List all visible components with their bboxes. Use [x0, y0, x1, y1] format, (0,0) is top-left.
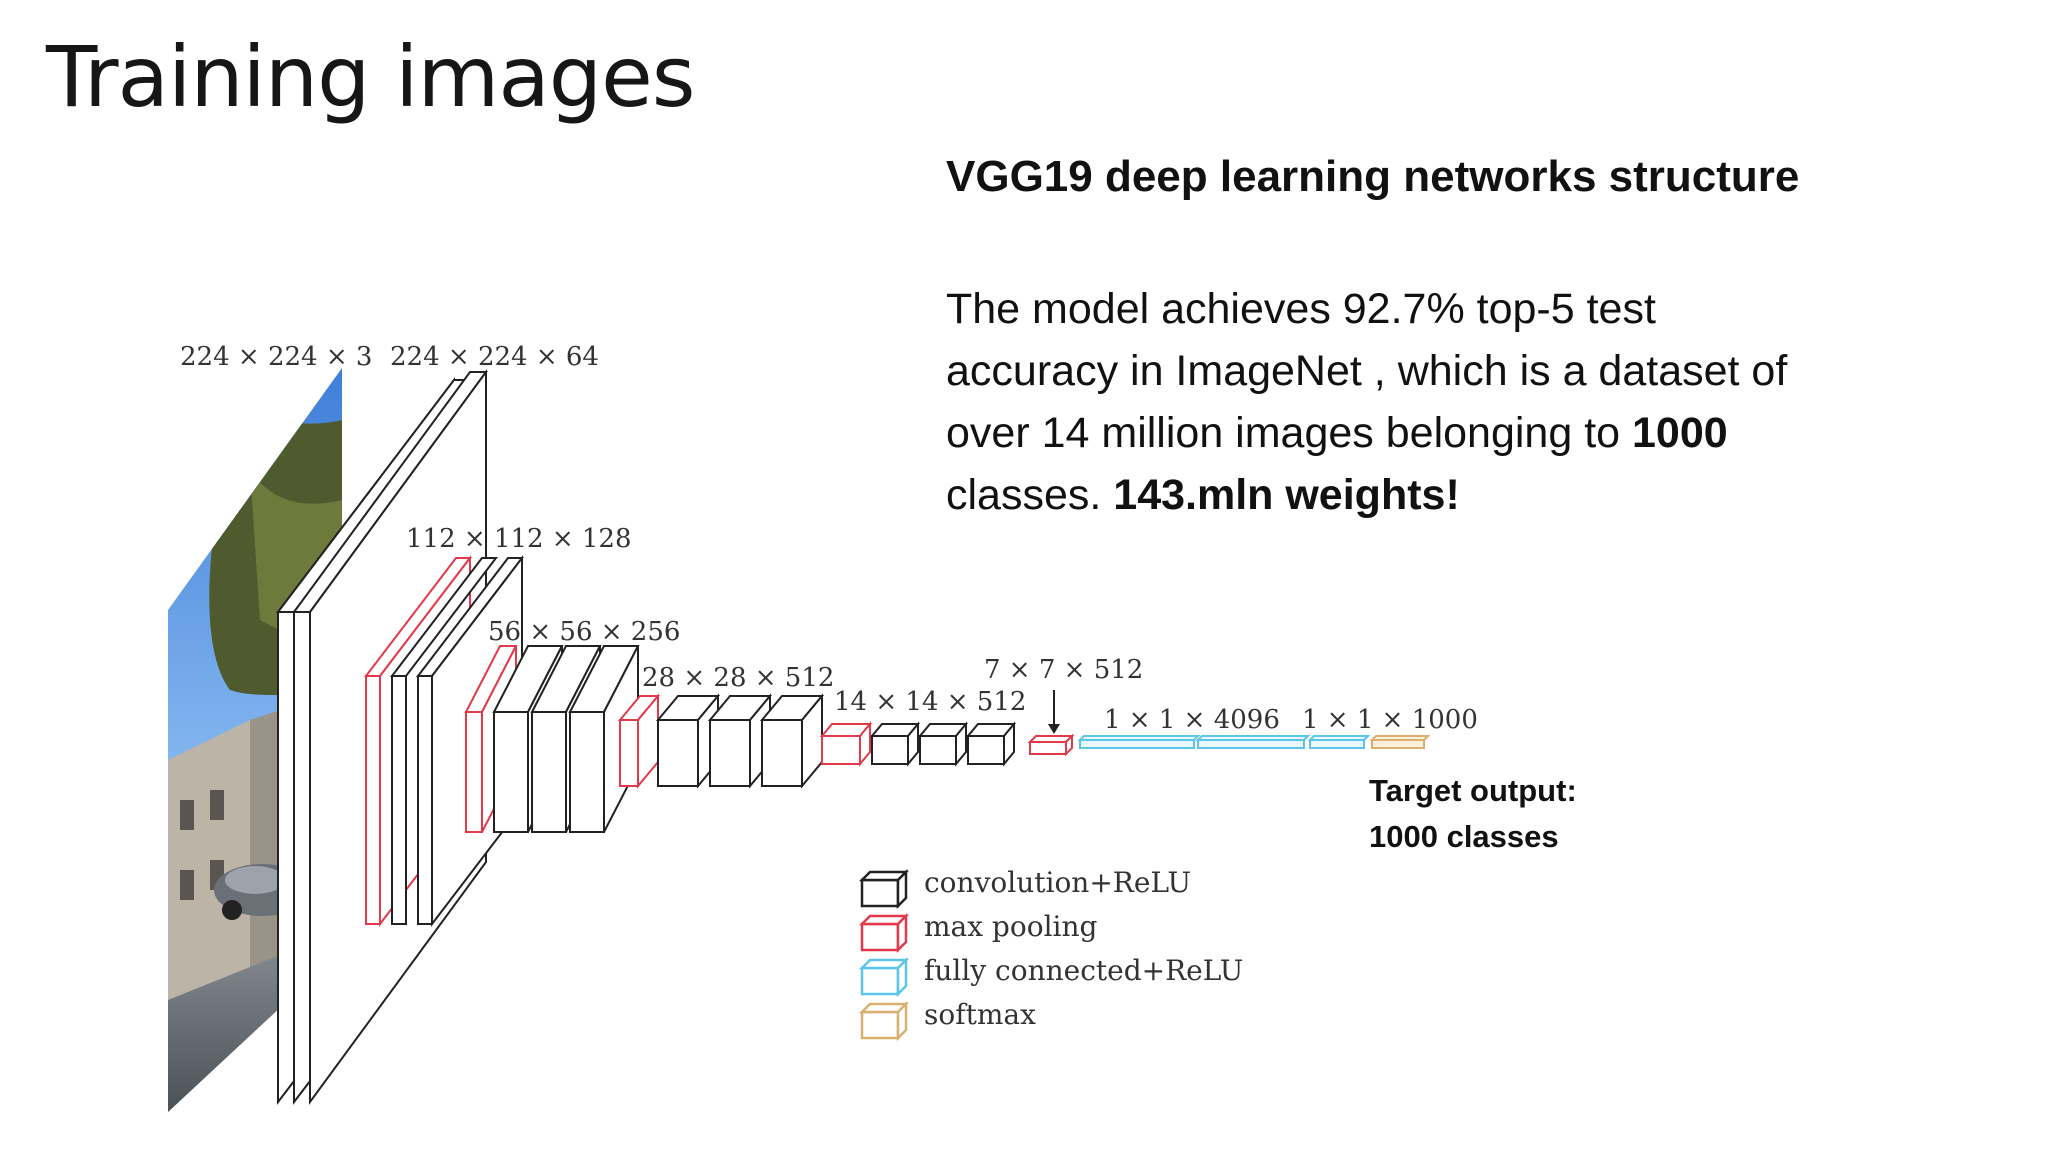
target-output-note: Target output: 1000 classes [1369, 768, 1577, 860]
cube-icon-max-pooling [858, 912, 910, 954]
cube-icon-fully-connected [858, 956, 910, 998]
slide-title: Training images [46, 28, 696, 126]
softmax-layer [1369, 735, 1431, 749]
description-line-4: classes. 143.mln weights! [946, 464, 1946, 526]
target-output-line-2: 1000 classes [1369, 819, 1559, 854]
conv5-block [819, 721, 1017, 767]
legend: convolution+ReLU max pooling fully conne… [858, 866, 1243, 1042]
dim-label-conv1: 224 × 224 × 64 [390, 342, 599, 372]
description-line-4-text: classes. [946, 471, 1114, 519]
pool5-arrow [1048, 690, 1060, 734]
dim-label-pool5: 7 × 7 × 512 [984, 655, 1143, 685]
dim-label-conv3: 56 × 56 × 256 [488, 617, 680, 647]
weights-emphasis: 143.mln weights! [1113, 471, 1460, 519]
fc-layers [1077, 735, 1371, 749]
description-line-1: The model achieves 92.7% top-5 test [946, 285, 1656, 333]
dim-label-input: 224 × 224 × 3 [180, 342, 372, 372]
legend-label-fully-connected: fully connected+ReLU [924, 954, 1243, 987]
dim-label-softmax: 1 × 1 × 1000 [1302, 705, 1478, 735]
description-paragraph: The model achieves 92.7% top-5 test accu… [946, 278, 1946, 526]
pool5-block [1027, 733, 1075, 757]
description-line-2: accuracy in ImageNet , which is a datase… [946, 347, 1788, 395]
description-line-3: over 14 million images belonging to 1000 [946, 402, 1946, 464]
legend-item-max-pooling: max pooling [858, 910, 1098, 954]
legend-item-softmax: softmax [858, 998, 1036, 1042]
dim-label-conv5: 14 × 14 × 512 [834, 687, 1026, 717]
dim-label-fc: 1 × 1 × 4096 [1104, 705, 1280, 735]
cube-icon-convolution [858, 868, 910, 910]
legend-item-fully-connected: fully connected+ReLU [858, 954, 1243, 998]
legend-item-convolution: convolution+ReLU [858, 866, 1191, 910]
input-image [168, 368, 342, 1112]
legend-label-max-pooling: max pooling [924, 910, 1098, 943]
dim-label-conv2: 112 × 112 × 128 [406, 524, 632, 554]
conv4-block [617, 693, 825, 789]
cube-icon-softmax [858, 1000, 910, 1042]
dim-label-conv4: 28 × 28 × 512 [642, 663, 834, 693]
conv1-block [275, 368, 488, 1106]
target-output-line-1: Target output: [1369, 773, 1577, 808]
legend-label-convolution: convolution+ReLU [924, 866, 1191, 899]
description-line-3-text: over 14 million images belonging to [946, 409, 1633, 457]
diagram-subtitle: VGG19 deep learning networks structure [946, 152, 1800, 201]
legend-label-softmax: softmax [924, 998, 1036, 1031]
class-count-emphasis: 1000 [1632, 409, 1728, 457]
conv3-block [464, 645, 640, 833]
